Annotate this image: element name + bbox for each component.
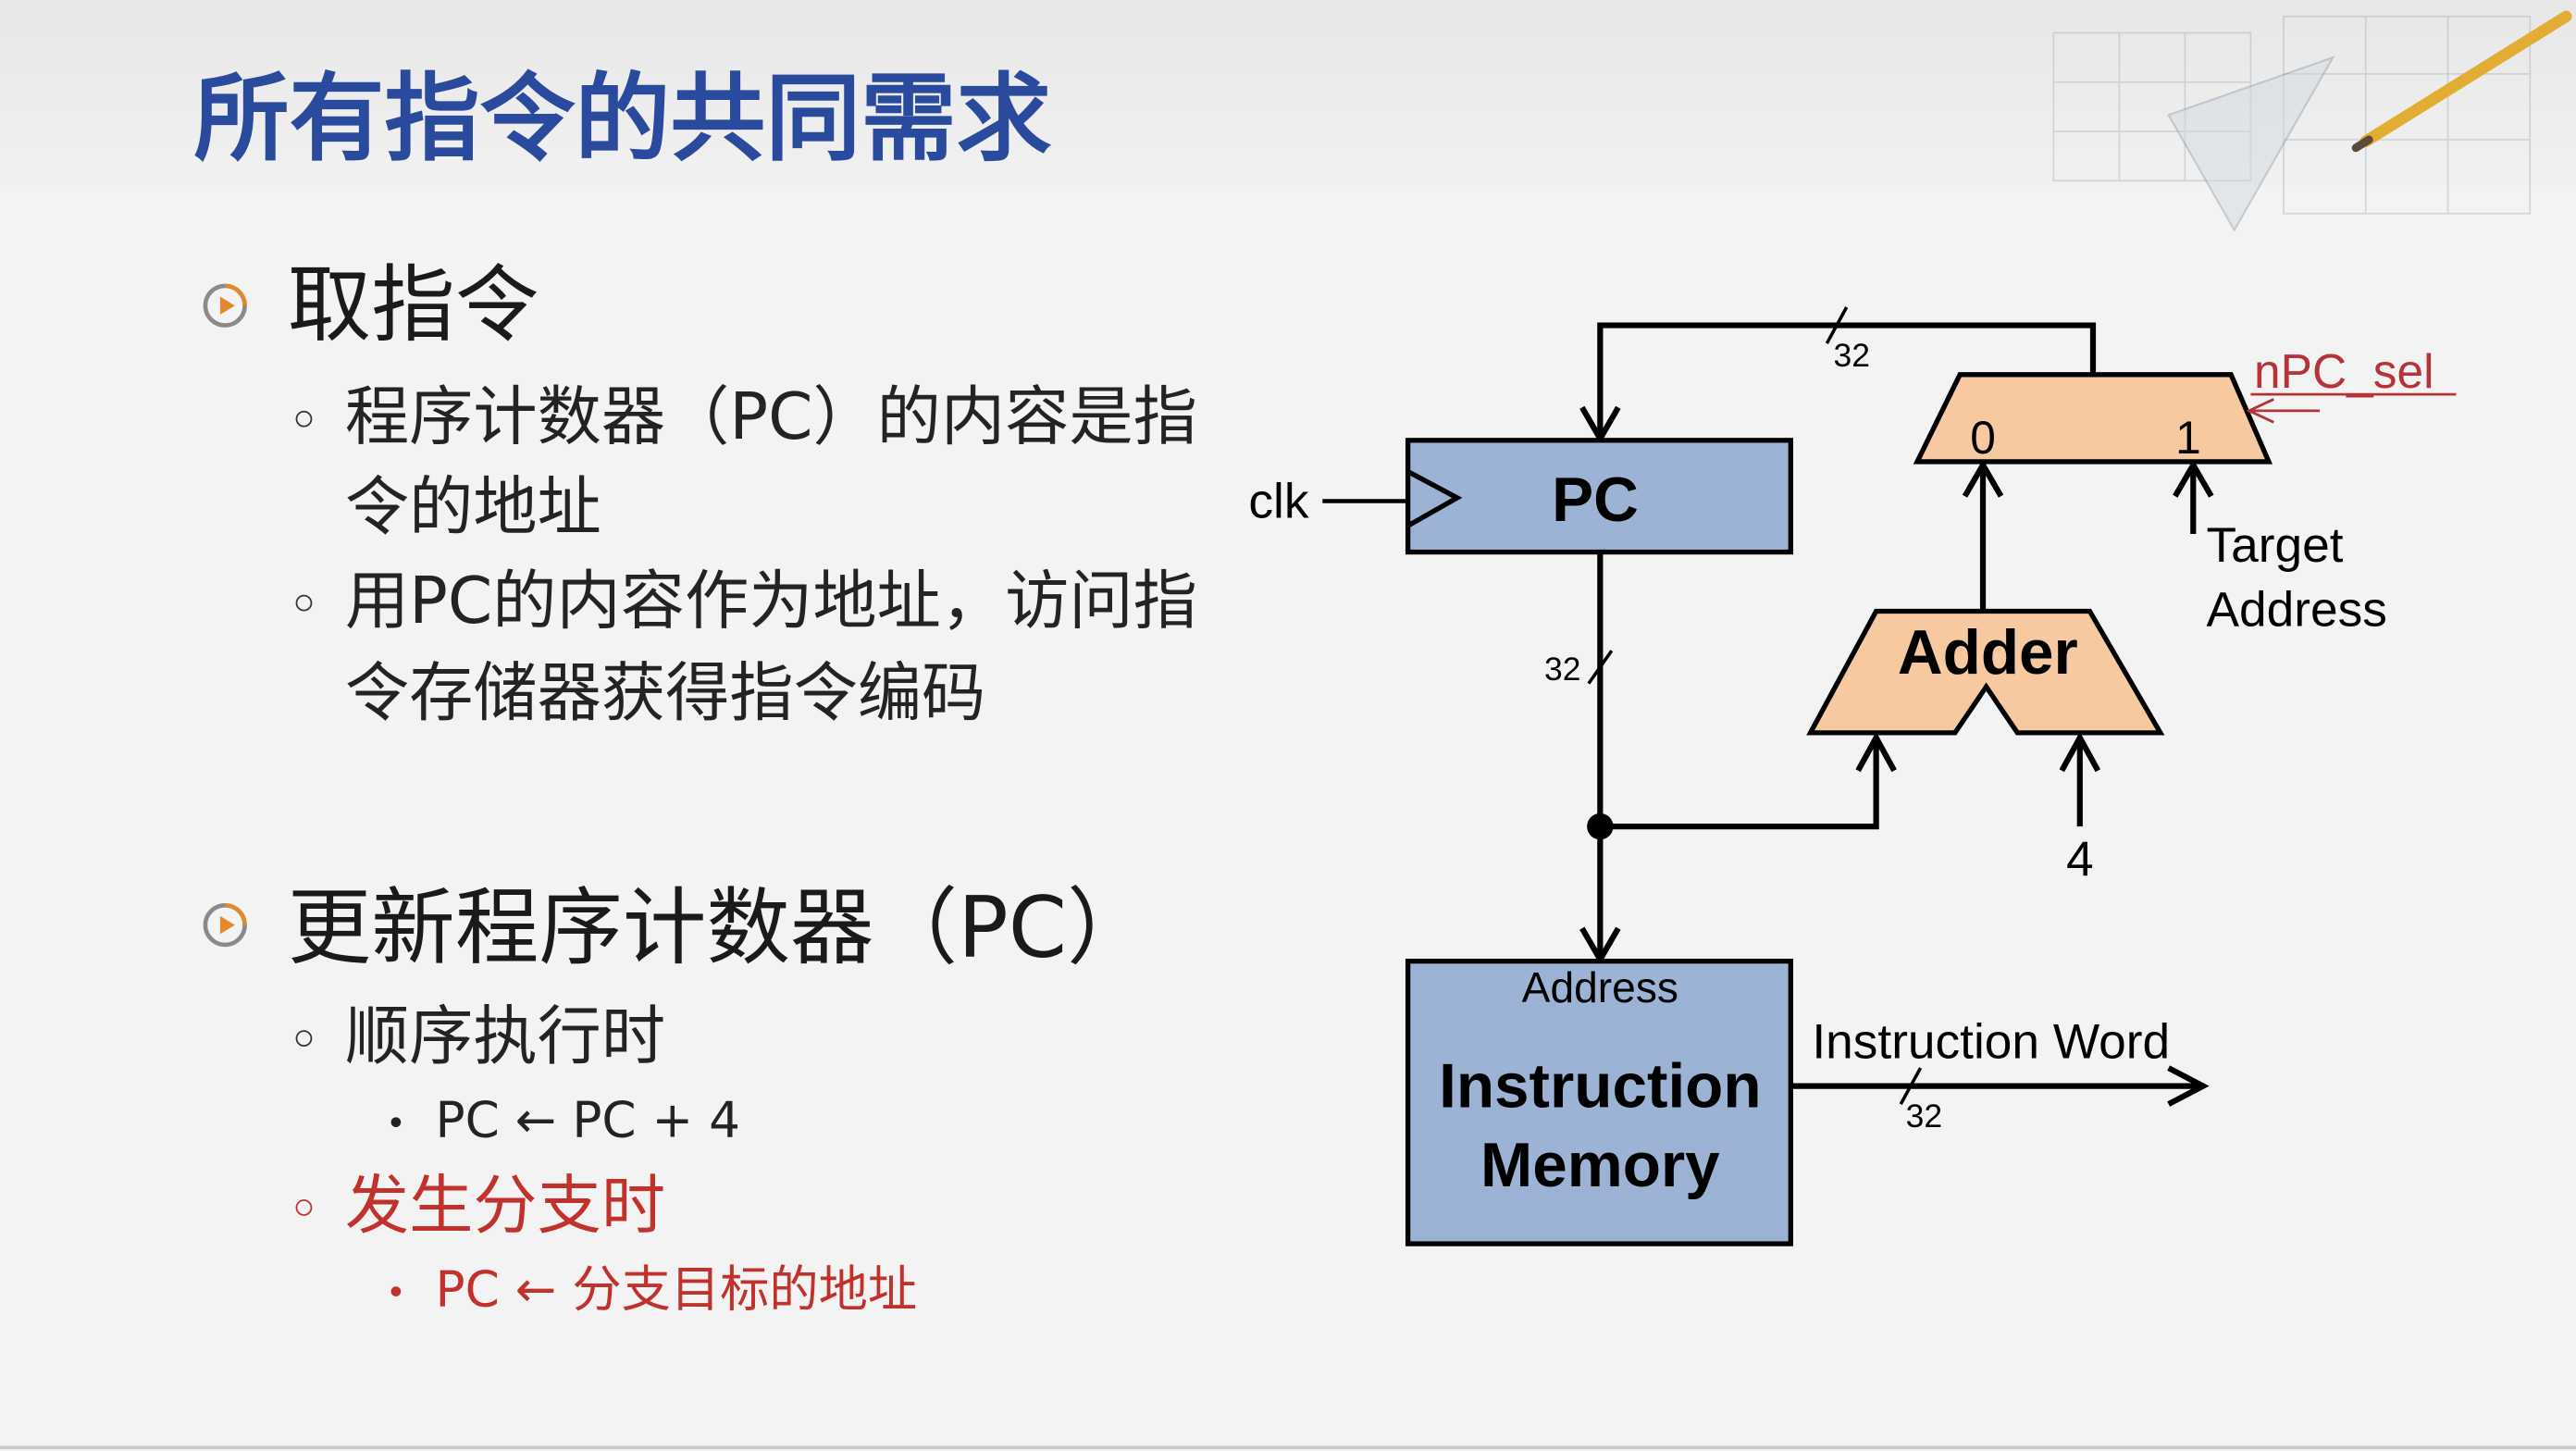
icon-triangle xyxy=(219,296,235,316)
adder-label: Adder xyxy=(1898,618,2078,688)
list-item-line: 令存储器获得指令编码 xyxy=(344,657,986,732)
blueprint-rect xyxy=(2283,15,2532,215)
icon-arc xyxy=(225,283,247,306)
arrowhead-up xyxy=(2173,459,2214,498)
bus-width-label: 32 xyxy=(1906,1098,1943,1135)
icon-triangle xyxy=(219,915,235,935)
list-subitem: PC ← PC + 4 xyxy=(435,1092,741,1150)
blueprint-pencil-image xyxy=(2052,10,2572,232)
sub-bullet-ring xyxy=(295,410,313,428)
constant-label: 4 xyxy=(2066,832,2094,887)
bus-width-label: 32 xyxy=(1833,337,1869,374)
bus-width-slash xyxy=(1899,1067,1923,1105)
junction-dot xyxy=(1587,812,1614,840)
blueprint-lines xyxy=(2052,15,2532,215)
instruction-word-label: Instruction Word xyxy=(1812,1014,2170,1069)
arrowhead-up xyxy=(1855,731,1897,773)
imem-title-line: Memory xyxy=(1480,1131,1720,1200)
bus-width-slash xyxy=(1825,306,1849,344)
pc-register xyxy=(1405,438,1793,555)
feedback-wire xyxy=(1597,322,2097,438)
play-circle-icon xyxy=(203,283,247,328)
sub-sub-bullet-dot xyxy=(390,1117,402,1127)
adder-block xyxy=(1806,608,2165,736)
blueprint-rect xyxy=(2052,31,2252,182)
list-item-line: 用PC的内容作为地址，访问指 xyxy=(344,564,1197,639)
wires xyxy=(1322,306,2214,1107)
target-label-line: Target xyxy=(2207,518,2344,573)
next-pc-mux xyxy=(1913,372,2273,465)
bus-width-slash xyxy=(1587,650,1614,685)
sub-bullet-ring xyxy=(295,594,313,612)
pencil-body xyxy=(2359,10,2572,147)
header-band xyxy=(0,0,2576,186)
play-circle-icon xyxy=(203,902,247,948)
clock-edge-triangle xyxy=(1406,469,1463,528)
arrowhead-left xyxy=(2246,398,2274,424)
imem-address-port-label: Address xyxy=(1522,963,1678,1011)
list-item-line: 顺序执行时 xyxy=(344,1000,666,1075)
mux-input-1-label: 1 xyxy=(2175,412,2201,464)
npc-sel-label: nPC_sel xyxy=(2254,344,2434,398)
pc-label: PC xyxy=(1552,465,1639,535)
arrowhead-up xyxy=(2059,731,2101,773)
instruction-memory xyxy=(1405,959,1793,1246)
list-subitem: PC ← 分支目标的地址 xyxy=(435,1261,918,1320)
page-title: 所有指令的共同需求 xyxy=(193,62,1052,175)
clk-label: clk xyxy=(1248,474,1308,528)
triangle-ruler xyxy=(2167,56,2335,232)
pencil-tip xyxy=(2351,135,2373,153)
target-label-line: Address xyxy=(2207,582,2387,637)
list-item-line: 令的地址 xyxy=(344,471,601,546)
sub-bullet-ring xyxy=(295,1199,313,1216)
slide-bottom-rule xyxy=(0,1445,2576,1449)
adder-input-wire xyxy=(1600,738,1879,830)
list-item-line: 程序计数器（PC）的内容是指 xyxy=(344,380,1197,455)
sub-sub-bullet-dot xyxy=(390,1286,402,1296)
bus-width-label: 32 xyxy=(1544,651,1581,688)
arrowhead-right xyxy=(2167,1065,2210,1107)
mux-input-0-label: 0 xyxy=(1970,412,1996,464)
sub-bullet-ring xyxy=(295,1030,313,1047)
arrowhead-up xyxy=(1962,459,2004,498)
list-item-line: 发生分支时 xyxy=(344,1170,666,1245)
section-heading-update-pc: 更新程序计数器（PC） xyxy=(287,880,1151,978)
section-heading-fetch: 取指令 xyxy=(287,257,539,355)
imem-title-line: Instruction xyxy=(1439,1052,1762,1122)
icon-arc xyxy=(225,902,247,925)
